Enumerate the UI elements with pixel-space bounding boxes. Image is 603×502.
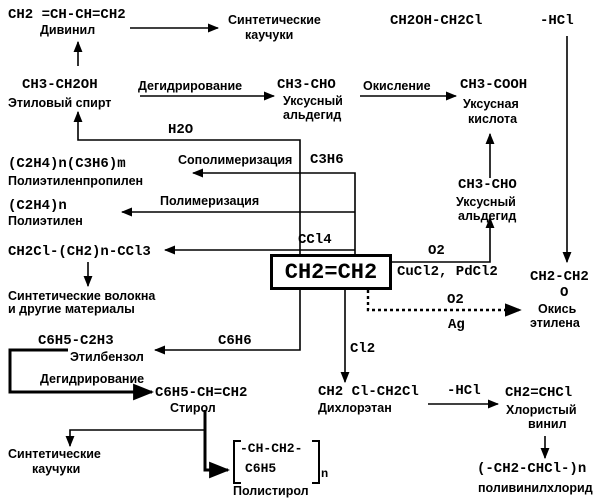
arrow-copolymerization (191, 168, 356, 254)
ccl4-reagent: CCl4 (298, 232, 332, 248)
pvc-formula: (-CH2-CHCl-)n (477, 461, 587, 477)
styrene-formula: C6H5-CH=CH2 (155, 385, 248, 401)
ethylbenzene-formula: C6H5-C2H3 (38, 333, 114, 349)
fibers-line1: Синтетические волокна (8, 289, 156, 303)
arrow-alkylation (153, 290, 301, 355)
styrene-name: Стирол (170, 401, 216, 415)
ethanol-name: Этиловый спирт (8, 96, 112, 110)
chlorohydrin-formula: CH2OH-CH2Cl (390, 13, 483, 29)
polystyrene-phenyl: C6H5 (245, 461, 277, 476)
polymerization-label: Полимеризация (160, 194, 260, 208)
arrow-styrene-to-polystyrene (203, 410, 231, 479)
copolymerization-label: Сополимеризация (178, 153, 293, 167)
acetaldehyde-top-line2: альдегид (283, 108, 342, 122)
acetic-acid-line2: кислота (468, 112, 518, 126)
propylene-reagent: C3H6 (310, 152, 344, 168)
chlorine-reagent: Cl2 (350, 341, 376, 357)
arrow-hydration (73, 110, 301, 254)
wacker-catalysts: CuCl2, PdCl2 (397, 264, 498, 280)
polystyrene-bracket-right (312, 440, 320, 484)
acetic-acid-formula: CH3-COOH (460, 77, 528, 93)
dehydrogenation-top-label: Дегидрирование (138, 79, 243, 93)
dehydrogenation-left-label: Дегидрирование (40, 372, 145, 386)
synthetic-rubber-bottom-line2: каучуки (32, 462, 81, 476)
divinyl-formula: CH2 =CH-CH=CH2 (8, 7, 126, 23)
arrow-silver-oxidation (366, 290, 522, 317)
ethylbenzene-name: Этилбензол (70, 350, 144, 364)
arrow-wacker (392, 216, 495, 263)
synthetic-rubber-top-line1: Синтетические (228, 13, 321, 27)
silver-catalyst: Ag (448, 317, 465, 333)
oxidation-label: Окисление (363, 79, 431, 93)
water-reagent: H2O (168, 122, 194, 138)
oxygen-silver: O2 (447, 292, 464, 308)
acetaldehyde-top-formula: CH3-CHO (277, 77, 336, 93)
ethylene-oxide-bridge: O (560, 285, 569, 301)
acetaldehyde-right-line1: Уксусный (456, 195, 516, 209)
polyethylene-formula: (C2H4)n (8, 198, 67, 214)
ethylene-box: CH2=CH2 (270, 254, 392, 290)
telomer-formula: CH2Cl-(CH2)n-CCl3 (8, 244, 151, 260)
vinyl-chloride-line1: Хлористый (506, 403, 577, 417)
vinyl-chloride-formula: CH2=CHCl (505, 385, 573, 401)
polyethylene-name: Полиэтилен (8, 214, 83, 228)
polystyrene-name: Полистирол (233, 484, 309, 498)
divinyl-name: Дивинил (40, 23, 96, 37)
chlorohydrin-hcl: -HCl (540, 13, 574, 29)
ethylene-oxide-formula: CH2-CH2 (530, 269, 589, 285)
polystyrene-bracket-left (233, 440, 241, 484)
ethylene-oxide-line2: этилена (530, 316, 580, 330)
arrow-dehydrogenation-styrene (8, 348, 155, 401)
hcl-elimination-label: -HCl (447, 383, 481, 399)
dichloroethane-name: Дихлорэтан (318, 401, 392, 415)
copolymer-name: Полиэтиленпропилен (8, 174, 144, 188)
acetaldehyde-right-line2: альдегид (458, 209, 517, 223)
ethylene-oxide-line1: Окись (538, 302, 577, 316)
fibers-line2: и другие материалы (8, 302, 135, 316)
ethylene-formula: CH2=CH2 (284, 259, 378, 285)
copolymer-formula: (C2H4)n(C3H6)m (8, 156, 126, 172)
acetaldehyde-right-formula: CH3-CHO (458, 177, 517, 193)
benzene-reagent: C6H6 (218, 333, 252, 349)
dichloroethane-formula: CH2 Cl-CH2Cl (318, 384, 419, 400)
arrow-styrene-to-rubber (65, 410, 206, 448)
vinyl-chloride-line2: винил (528, 417, 567, 431)
synthetic-rubber-top-line2: каучуки (245, 28, 294, 42)
ethanol-formula: CH3-CH2OH (22, 77, 98, 93)
polystyrene-subscript: n (321, 467, 329, 481)
polystyrene-unit: -CH-CH2- (240, 441, 303, 456)
acetic-acid-line1: Уксусная (463, 97, 519, 111)
oxygen-wacker: O2 (428, 243, 445, 259)
synthetic-rubber-bottom-line1: Синтетические (8, 447, 101, 461)
pvc-name: поливинилхлорид (478, 481, 593, 495)
acetaldehyde-top-line1: Уксусный (283, 94, 343, 108)
